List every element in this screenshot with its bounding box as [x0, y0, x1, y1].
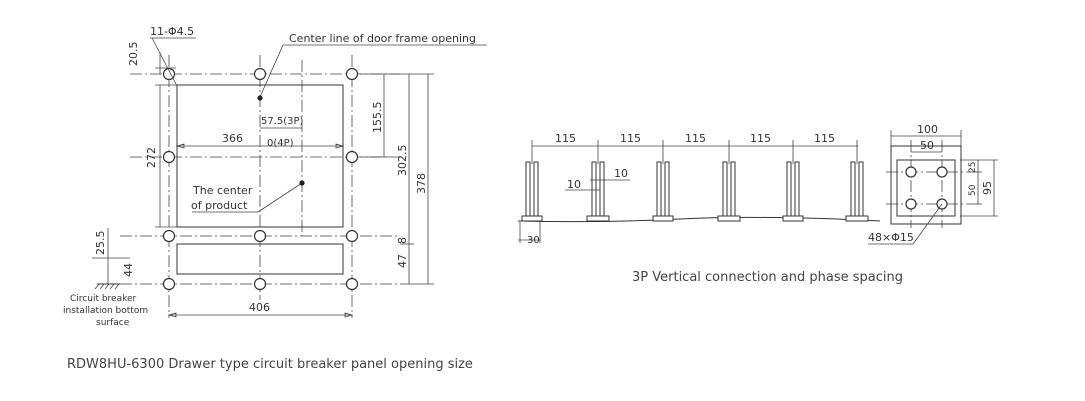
center-product-label-2: of product: [191, 199, 248, 212]
dim-44: 44: [122, 263, 135, 277]
terminal-hole: [936, 166, 948, 178]
dim-30: 30: [527, 235, 540, 246]
dim-378: 378: [415, 173, 428, 194]
install-label-3: surface: [96, 318, 130, 328]
dim-25-5: 25.5: [94, 231, 107, 256]
terminal-bar: [782, 161, 804, 222]
terminal-holes: [905, 166, 948, 210]
dim-50: 50: [920, 139, 934, 152]
dim-406: 406: [249, 301, 270, 314]
dim-50-vertical: 50: [968, 184, 978, 196]
terminal-plate: [896, 159, 956, 217]
panel-opening-drawing: 11-Φ4.5 Center line of door frame openin…: [63, 25, 487, 328]
dim-arrows: [175, 143, 345, 149]
mounting-hole: [162, 229, 176, 243]
holes-spec: 48×Φ15: [868, 231, 914, 244]
terminal-detail-drawing: 100 50 25 50 95 48×Φ15: [868, 123, 998, 245]
base-line: [517, 216, 881, 223]
center-point: [257, 95, 263, 101]
dim-10-a: 10: [614, 167, 628, 180]
center-product-label-1: The center: [192, 184, 253, 197]
dim-95: 95: [981, 181, 994, 195]
mounting-holes: [162, 67, 359, 291]
spacing-5: 115: [814, 132, 835, 145]
dim-366: 366: [222, 132, 243, 145]
center-line-label: Center line of door frame opening: [289, 32, 476, 45]
terminal-bar: [586, 161, 610, 222]
install-label-1: Circuit breaker: [70, 294, 137, 304]
mounting-hole: [162, 277, 176, 291]
mounting-hole: [253, 277, 267, 291]
dim-offset-3p: 57.5(3P): [261, 116, 304, 127]
terminal-hole: [905, 166, 917, 178]
terminal-outline: [890, 145, 962, 225]
dim-302-5: 302.5: [396, 145, 409, 177]
spacing-1: 115: [555, 132, 576, 145]
terminal-hole: [905, 198, 917, 210]
leader-line: [151, 37, 178, 87]
mounting-hole: [345, 150, 359, 164]
terminal-bar: [717, 161, 741, 222]
leader-line: [912, 203, 943, 245]
dim-20-5: 20.5: [127, 42, 140, 67]
dim-ext: [531, 140, 858, 164]
mounting-hole: [253, 229, 267, 243]
dim-8: 8: [396, 237, 409, 244]
terminal-bar: [521, 161, 543, 222]
dim-25: 25: [968, 162, 978, 173]
mounting-hole: [345, 67, 359, 81]
leader-line: [257, 182, 303, 213]
dim-47: 47: [396, 254, 409, 268]
terminal-bar: [845, 161, 869, 222]
terminal-bar: [652, 161, 674, 222]
install-label-2: installation bottom: [63, 306, 148, 316]
spacing-4: 115: [750, 132, 771, 145]
mounting-hole: [162, 150, 176, 164]
product-center-point: [299, 180, 305, 186]
panel-opening-caption: RDW8HU-6300 Drawer type circuit breaker …: [67, 357, 473, 372]
dim-10-b: 10: [567, 178, 581, 191]
door-opening-lower: [176, 243, 344, 275]
dim-100: 100: [917, 123, 938, 136]
hole-spec-label: 11-Φ4.5: [150, 25, 194, 38]
spacing-3: 115: [685, 132, 706, 145]
dim-155-5: 155.5: [371, 102, 384, 134]
leader-line: [259, 44, 284, 98]
mounting-hole: [345, 229, 359, 243]
dim-arrows: [167, 312, 354, 318]
dim-272: 272: [145, 147, 158, 168]
spacing-2: 115: [620, 132, 641, 145]
phase-spacing-caption: 3P Vertical connection and phase spacing: [632, 270, 903, 285]
mounting-hole: [253, 67, 267, 81]
mounting-hole: [345, 277, 359, 291]
dim-offset-4p: 0(4P): [267, 138, 294, 149]
phase-spacing-drawing: 115 115 115 115 115 10 10 30: [517, 132, 881, 246]
ground-hatch: [94, 283, 120, 290]
door-opening-upper: [176, 84, 344, 228]
